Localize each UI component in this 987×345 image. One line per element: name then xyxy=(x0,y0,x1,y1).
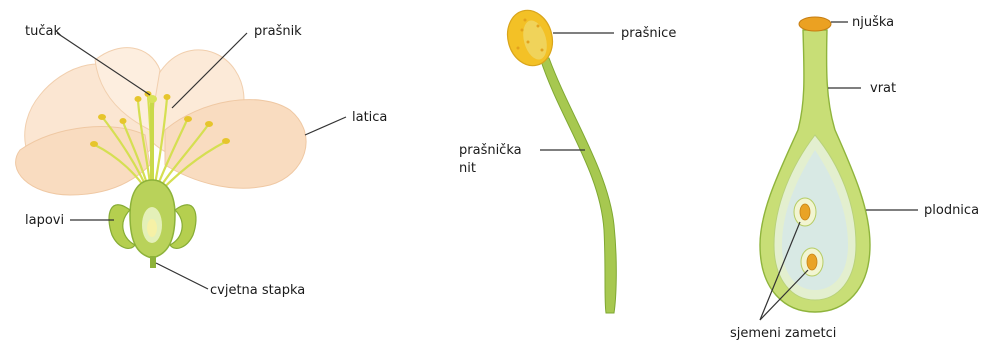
flower-illustration xyxy=(16,48,306,268)
label-filament-line1: prašnička xyxy=(459,143,522,158)
label-petal: latica xyxy=(352,110,387,125)
label-ovary: plodnica xyxy=(924,203,979,218)
stamen-filament xyxy=(540,58,616,313)
pistil-illustration xyxy=(760,17,870,312)
label-stamen: prašnik xyxy=(254,24,302,39)
label-ovules: sjemeni zametci xyxy=(730,326,836,341)
stamen-illustration xyxy=(502,5,617,313)
label-anther: prašnice xyxy=(621,26,676,41)
label-filament-line2: nit xyxy=(459,161,476,176)
pistil-stigma xyxy=(799,17,831,31)
label-sepals: lapovi xyxy=(25,213,64,228)
label-stigma: njuška xyxy=(852,15,894,30)
flower-stalk xyxy=(150,256,156,268)
label-pistil: tučak xyxy=(25,24,61,39)
label-receptacle: cvjetna stapka xyxy=(210,283,305,298)
label-style: vrat xyxy=(870,81,896,96)
